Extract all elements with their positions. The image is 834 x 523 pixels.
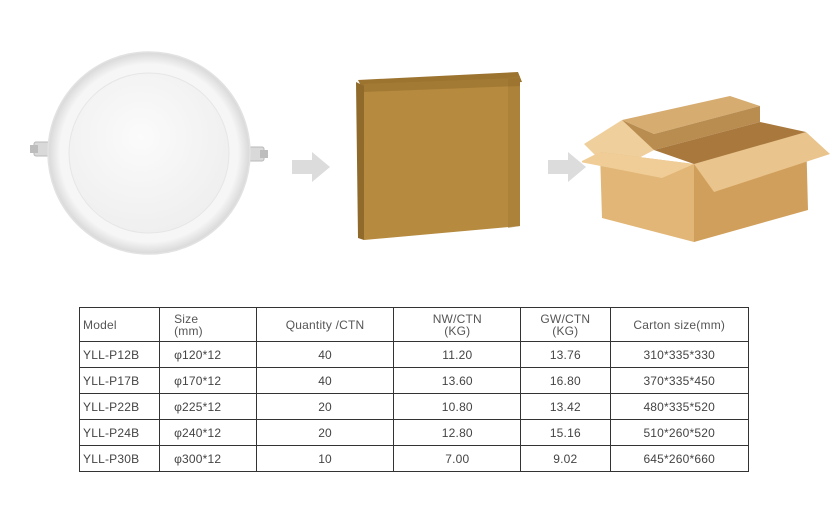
cell-model: YLL-P17B xyxy=(78,367,161,394)
header-size-unit: (mm) xyxy=(174,323,203,338)
cell-carton-size: 510*260*520 xyxy=(609,419,749,446)
cell-quantity: 40 xyxy=(255,341,395,368)
cell-size: φ300*12 xyxy=(159,445,257,472)
cell-nw: 7.00 xyxy=(393,445,522,472)
header-gw: GW/CTN (KG) xyxy=(520,307,611,342)
cell-nw: 12.80 xyxy=(393,419,522,446)
cell-nw: 11.20 xyxy=(393,341,522,368)
table-row: YLL-P12B φ120*12 40 11.20 13.76 310*335*… xyxy=(78,341,749,368)
open-carton-image xyxy=(582,96,830,242)
cell-size: φ240*12 xyxy=(159,419,257,446)
cell-carton-size: 370*335*450 xyxy=(609,367,749,394)
header-carton-size: Carton size(mm) xyxy=(609,307,749,342)
table-row: YLL-P24B φ240*12 20 12.80 15.16 510*260*… xyxy=(78,419,749,446)
header-nw: NW/CTN (KG) xyxy=(393,307,522,342)
cell-nw: 13.60 xyxy=(393,367,522,394)
table-row: YLL-P30B φ300*12 10 7.00 9.02 645*260*66… xyxy=(78,445,749,472)
cell-size: φ170*12 xyxy=(159,367,257,394)
header-size-label: Size xyxy=(174,311,199,326)
cell-carton-size: 645*260*660 xyxy=(609,445,749,472)
right-arrow-icon xyxy=(292,152,330,182)
cell-quantity: 10 xyxy=(255,445,395,472)
header-gw-label: GW/CTN xyxy=(540,311,591,326)
table-row: YLL-P17B φ170*12 40 13.60 16.80 370*335*… xyxy=(78,367,749,394)
packaging-illustration xyxy=(30,51,830,255)
cell-carton-size: 480*335*520 xyxy=(609,393,749,420)
header-model: Model xyxy=(78,307,161,342)
cell-gw: 13.76 xyxy=(520,341,611,368)
header-size: Size (mm) xyxy=(159,307,257,342)
cell-model: YLL-P22B xyxy=(78,393,161,420)
cell-model: YLL-P12B xyxy=(78,341,161,368)
cell-model: YLL-P24B xyxy=(78,419,161,446)
header-quantity: Quantity /CTN xyxy=(255,307,395,342)
cell-gw: 13.42 xyxy=(520,393,611,420)
packing-spec-table: Model Size (mm) Quantity /CTN NW/CTN (KG… xyxy=(78,307,749,472)
cell-carton-size: 310*335*330 xyxy=(609,341,749,368)
cell-model: YLL-P30B xyxy=(78,445,161,472)
cell-size: φ120*12 xyxy=(159,341,257,368)
table-row: YLL-P22B φ225*12 20 10.80 13.42 480*335*… xyxy=(78,393,749,420)
cell-gw: 9.02 xyxy=(520,445,611,472)
header-nw-label: NW/CTN xyxy=(432,311,482,326)
flat-carton-image xyxy=(356,72,522,240)
right-arrow-icon xyxy=(548,152,586,182)
cell-size: φ225*12 xyxy=(159,393,257,420)
cell-quantity: 20 xyxy=(255,419,395,446)
header-nw-unit: (KG) xyxy=(444,323,471,338)
cell-quantity: 20 xyxy=(255,393,395,420)
cell-gw: 15.16 xyxy=(520,419,611,446)
table-header-row: Model Size (mm) Quantity /CTN NW/CTN (KG… xyxy=(78,307,749,342)
cell-nw: 10.80 xyxy=(393,393,522,420)
header-gw-unit: (KG) xyxy=(552,323,579,338)
led-panel-light-image xyxy=(30,51,268,255)
cell-quantity: 40 xyxy=(255,367,395,394)
cell-gw: 16.80 xyxy=(520,367,611,394)
